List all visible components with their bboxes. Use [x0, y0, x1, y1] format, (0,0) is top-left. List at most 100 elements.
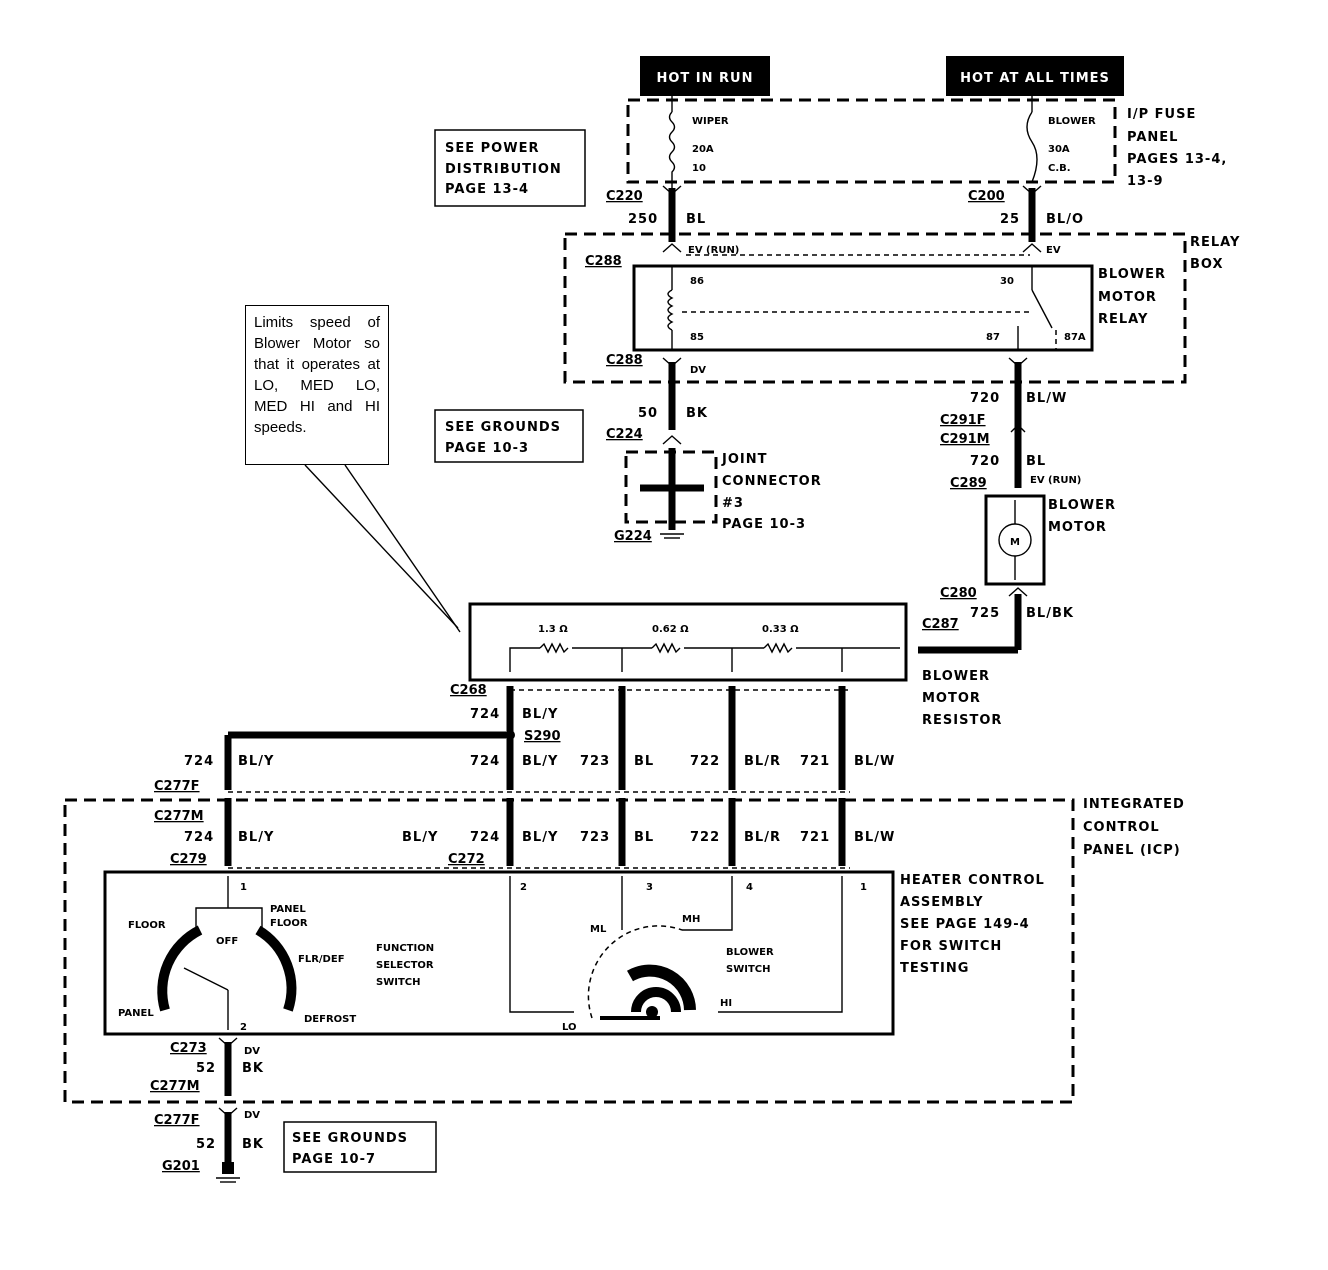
see-grounds-2-box — [283, 1121, 437, 1173]
function-defrost: DEFROST — [304, 1014, 356, 1025]
wire-720-color-top: BL/W — [1026, 391, 1067, 406]
blower-switch-label-1: BLOWER — [726, 947, 774, 958]
wire-721-color: BL/W — [854, 754, 895, 769]
relay-name-3: RELAY — [1098, 312, 1148, 327]
wire-52-circuit-top: 52 — [196, 1061, 216, 1076]
joint-connector-line-2: CONNECTOR — [722, 474, 822, 489]
icp-label-2: CONTROL — [1083, 820, 1160, 835]
relay-ev-label: EV — [1046, 245, 1061, 256]
wire-723-color-icp: BL — [634, 830, 654, 845]
connector-c279: C279 — [170, 852, 207, 867]
blower-motor-resistor-box — [468, 602, 908, 682]
connector-c289: C289 — [950, 476, 987, 491]
resistor-3-value: 0.33 Ω — [762, 624, 799, 635]
wire-52-color-top: BK — [242, 1061, 264, 1076]
ground-g201: G201 — [162, 1159, 200, 1174]
wire-724-color-3: BL/Y — [522, 754, 558, 769]
relay-pin-87: 87 — [986, 332, 1000, 343]
see-grounds-1-line-1: SEE GROUNDS — [445, 420, 561, 435]
blower-motor-box — [984, 494, 1046, 586]
heater-control-assembly-box — [103, 870, 895, 1036]
wire-725-circuit: 725 — [970, 606, 1000, 621]
heater-label-5: TESTING — [900, 961, 969, 976]
resistor-name-2: MOTOR — [922, 691, 981, 706]
function-switch-wiper — [183, 967, 229, 991]
function-panel: PANEL — [118, 1008, 154, 1019]
see-grounds-2-line-1: SEE GROUNDS — [292, 1131, 408, 1146]
joint-connector-line-3: #3 — [722, 496, 744, 511]
c277f-dv: DV — [244, 1110, 260, 1121]
function-panel-floor-1: PANEL — [270, 904, 306, 915]
wire-725-color: BL/BK — [1026, 606, 1074, 621]
heater-label-3: SEE PAGE 149-4 — [900, 917, 1030, 932]
blower-motor-name-2: MOTOR — [1048, 520, 1107, 535]
wire-50-color: BK — [686, 406, 708, 421]
blower-switch-ml: ML — [590, 924, 607, 935]
connector-c273: C273 — [170, 1041, 207, 1056]
see-power-line-3: PAGE 13-4 — [445, 182, 529, 197]
relay-pin-86: 86 — [690, 276, 704, 287]
blower-breaker-symbol — [1026, 111, 1038, 183]
blower-motor-ev-run: EV (RUN) — [1030, 475, 1081, 486]
wire-723-circuit-icp: 723 — [580, 830, 610, 845]
note-pointer — [304, 464, 459, 629]
wire-723-color: BL — [634, 754, 654, 769]
wire-721-circuit-icp: 721 — [800, 830, 830, 845]
fuse-panel-label-3: PAGES 13-4, — [1127, 152, 1227, 167]
hot-at-all-times-box — [946, 56, 1124, 96]
wire-723-circuit: 723 — [580, 754, 610, 769]
relay-pin-87a: 87A — [1064, 332, 1086, 343]
function-switch-label-3: SWITCH — [376, 977, 420, 988]
heater-label-1: HEATER CONTROL — [900, 873, 1045, 888]
fuse-panel-label-1: I/P FUSE — [1127, 107, 1196, 122]
connector-c288-top: C288 — [585, 254, 622, 269]
blower-fuse-rating: 30A — [1048, 144, 1070, 155]
function-switch-label-2: SELECTOR — [376, 960, 434, 971]
blower-switch-label-2: SWITCH — [726, 964, 770, 975]
blower-fuse-name: BLOWER — [1048, 116, 1096, 127]
connector-c220: C220 — [606, 189, 643, 204]
relay-dv-label: DV — [690, 365, 706, 376]
blower-switch-arc — [587, 925, 683, 1019]
connector-c272: C272 — [448, 852, 485, 867]
resistor-name-3: RESISTOR — [922, 713, 1002, 728]
wire-722-circuit-icp: 722 — [690, 830, 720, 845]
wire-722-color: BL/R — [744, 754, 781, 769]
see-grounds-1-line-2: PAGE 10-3 — [445, 441, 529, 456]
wire-724-circuit-2: 724 — [184, 754, 214, 769]
ground-g224: G224 — [614, 529, 652, 544]
wire-25-circuit: 25 — [1000, 212, 1020, 227]
relay-pin-30: 30 — [1000, 276, 1014, 287]
function-panel-floor-2: FLOOR — [270, 918, 308, 929]
splice-s290 — [505, 730, 515, 740]
fuse-panel-label-4: 13-9 — [1127, 174, 1164, 189]
connector-c277m-bottom: C277M — [150, 1079, 200, 1094]
blower-switch-pin-2: 2 — [520, 882, 527, 893]
wire-720-circuit-bottom: 720 — [970, 454, 1000, 469]
relay-name-2: MOTOR — [1098, 290, 1157, 305]
see-power-line-2: DISTRIBUTION — [445, 162, 562, 177]
connector-c288-bottom: C288 — [606, 353, 643, 368]
wiper-fuse-rating: 20A — [692, 144, 714, 155]
wire-50-circuit: 50 — [638, 406, 658, 421]
see-grounds-1-box — [434, 409, 584, 463]
relay-box-label-2: BOX — [1190, 257, 1224, 272]
connector-c277m-top: C277M — [154, 809, 204, 824]
wire-bly-left-color: BL/Y — [402, 830, 438, 845]
blower-switch-pin-4: 4 — [746, 882, 753, 893]
connector-c291m: C291M — [940, 432, 990, 447]
wire-724-color-1: BL/Y — [522, 707, 558, 722]
wiper-fuse-symbol — [668, 111, 676, 188]
hot-at-all-times-label: HOT AT ALL TIMES — [960, 71, 1110, 86]
wire-724-circuit-4: 724 — [184, 830, 214, 845]
integrated-control-panel-box — [63, 798, 1075, 1104]
resistor-name-1: BLOWER — [922, 669, 990, 684]
splice-s290-label: S290 — [524, 729, 561, 744]
hot-in-run-label: HOT IN RUN — [656, 71, 753, 86]
wiper-fuse-name: WIPER — [692, 116, 729, 127]
blower-switch-pin-3: 3 — [646, 882, 653, 893]
function-switch-pin-2: 2 — [240, 1022, 247, 1033]
icp-label-3: PANEL (ICP) — [1083, 843, 1181, 858]
hot-in-run-box — [640, 56, 770, 96]
